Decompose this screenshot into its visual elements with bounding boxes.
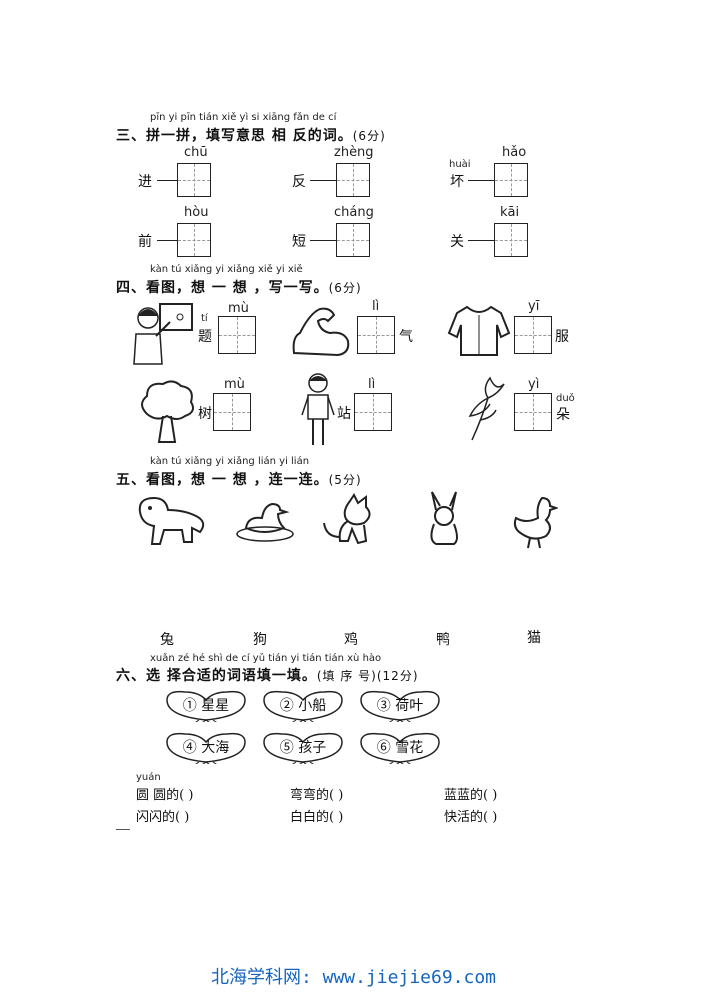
heart-label-5: ⑤ 孩子 xyxy=(279,740,327,756)
s4-char-3: 服 xyxy=(555,329,569,345)
heart-item-1[interactable]: ① 星星 xyxy=(163,688,249,722)
chicken-icon xyxy=(513,496,558,549)
heart-shape-icon xyxy=(166,732,246,764)
heart-shape-icon xyxy=(360,732,440,764)
s3-char-6: 关 xyxy=(450,234,464,250)
teacher-icon xyxy=(133,303,193,365)
heart-label-6: ⑥ 雪花 xyxy=(376,740,424,756)
dog-icon xyxy=(138,496,205,545)
s3-box-5[interactable] xyxy=(336,223,370,257)
s3-py-2: zhèng xyxy=(334,145,374,160)
s3-py-3: hǎo xyxy=(502,145,527,160)
s4-char-2: 气 xyxy=(399,329,413,345)
s3-py-4: hòu xyxy=(184,205,209,220)
s5-pinyin: kàn tú xiǎng yi xiǎng lián yi lián xyxy=(150,456,310,467)
s3-char-4: 前 xyxy=(138,234,152,250)
s5-title: 五、看图，想 一 想 ，连一连。(5分) xyxy=(116,472,362,488)
fill-blank-6[interactable]: 快活的( ) xyxy=(444,810,498,825)
fill-blank-5[interactable]: 白白的( ) xyxy=(290,810,344,825)
s3-title: 三、拼一拼，填写意思 相 反的词。(6分) xyxy=(116,128,386,144)
footer-watermark[interactable]: 北海学科网: www.jiejie69.com xyxy=(210,967,497,988)
heart-shape-icon xyxy=(263,732,343,764)
shirt-icon xyxy=(447,305,511,356)
s4-char-1: 题 xyxy=(198,329,212,345)
s3-py-5: cháng xyxy=(334,205,374,220)
s4-box-4[interactable] xyxy=(213,393,251,431)
s4-py-1: mù xyxy=(228,301,249,316)
s3-box-3[interactable] xyxy=(494,163,528,197)
s5-word-4[interactable]: 鸭 xyxy=(436,632,450,648)
yuan-pinyin: yuán xyxy=(136,772,161,783)
s3-char-2: 反 xyxy=(292,174,306,190)
s3-line-6 xyxy=(468,240,494,241)
heart-item-3[interactable]: ③ 荷叶 xyxy=(357,688,443,722)
heart-item-5[interactable]: ⑤ 孩子 xyxy=(260,730,346,764)
s3-box-2[interactable] xyxy=(336,163,370,197)
cat-icon xyxy=(323,493,371,545)
s4-char-5: 站 xyxy=(337,406,351,422)
heart-shape-icon xyxy=(360,690,440,722)
s6-pinyin: xuǎn zé hé shì de cí yǔ tián yi tián tiá… xyxy=(150,653,382,664)
duck-icon xyxy=(236,502,294,542)
s3-line-2 xyxy=(310,180,336,181)
lily-flower-icon xyxy=(468,376,505,441)
s3-box-4[interactable] xyxy=(177,223,211,257)
s3-box-6[interactable] xyxy=(494,223,528,257)
s5-word-1[interactable]: 兔 xyxy=(160,632,174,648)
s4-charpy-6: duǒ xyxy=(556,393,575,404)
fill-blank-3[interactable]: 蓝蓝的( ) xyxy=(444,788,498,803)
s4-py-3: yī xyxy=(528,299,540,314)
heart-item-6[interactable]: ⑥ 雪花 xyxy=(357,730,443,764)
heart-item-2[interactable]: ② 小船 xyxy=(260,688,346,722)
s3-py-6: kāi xyxy=(500,205,520,220)
s4-py-4: mù xyxy=(224,377,245,392)
s3-line-5 xyxy=(310,240,336,241)
s3-py-1: chū xyxy=(184,145,208,160)
s3-box-1[interactable] xyxy=(177,163,211,197)
s4-box-6[interactable] xyxy=(514,393,552,431)
heart-shape-icon xyxy=(263,690,343,722)
s6-title: 六、选 择合适的词语填一填。(填 序 号)(12分) xyxy=(116,668,419,684)
s5-word-5[interactable]: 猫 xyxy=(527,630,541,646)
s4-box-2[interactable] xyxy=(357,316,395,354)
s3-char-5: 短 xyxy=(292,234,306,250)
heart-item-4[interactable]: ④ 大海 xyxy=(163,730,249,764)
s3-line-1 xyxy=(157,180,177,181)
fill-blank-1[interactable]: 圆 圆的( ) xyxy=(136,788,194,803)
s4-box-5[interactable] xyxy=(354,393,392,431)
s4-char-6: 朵 xyxy=(556,407,570,423)
s4-py-2: lì xyxy=(372,299,380,314)
fill-blank-2[interactable]: 弯弯的( ) xyxy=(290,788,344,803)
fill-blank-4[interactable]: 闪闪的( ) xyxy=(136,810,190,825)
s4-py-6: yì xyxy=(528,377,540,392)
heart-label-3: ③ 荷叶 xyxy=(376,698,424,714)
muscle-arm-icon xyxy=(292,307,350,357)
s4-title: 四、看图，想 一 想 ，写一写。(6分) xyxy=(116,280,362,296)
s4-pinyin: kàn tú xiǎng yi xiǎng xiě yi xiě xyxy=(150,264,303,275)
divider-mark xyxy=(116,829,130,830)
s4-py-5: lì xyxy=(368,377,376,392)
s5-word-2[interactable]: 狗 xyxy=(253,632,267,648)
rabbit-icon xyxy=(430,491,458,545)
s3-pinyin: pīn yi pīn tián xiě yì si xiāng fǎn de c… xyxy=(150,112,337,123)
s3-char-1: 进 xyxy=(138,174,152,190)
s4-box-1[interactable] xyxy=(218,316,256,354)
s4-charpy-1: tí xyxy=(201,313,208,324)
s3-char-3: 坏 xyxy=(450,174,464,190)
heart-shape-icon xyxy=(166,690,246,722)
boy-icon xyxy=(301,373,335,445)
tree-icon xyxy=(141,380,194,443)
heart-label-4: ④ 大海 xyxy=(182,740,230,756)
s3-line-4 xyxy=(157,240,177,241)
s4-char-4: 树 xyxy=(198,406,212,422)
s3-charpy-3: huài xyxy=(449,159,471,170)
s3-line-3 xyxy=(468,180,494,181)
s5-word-3[interactable]: 鸡 xyxy=(344,632,358,648)
heart-label-1: ① 星星 xyxy=(182,698,230,714)
s4-box-3[interactable] xyxy=(514,316,552,354)
heart-label-2: ② 小船 xyxy=(279,698,327,714)
